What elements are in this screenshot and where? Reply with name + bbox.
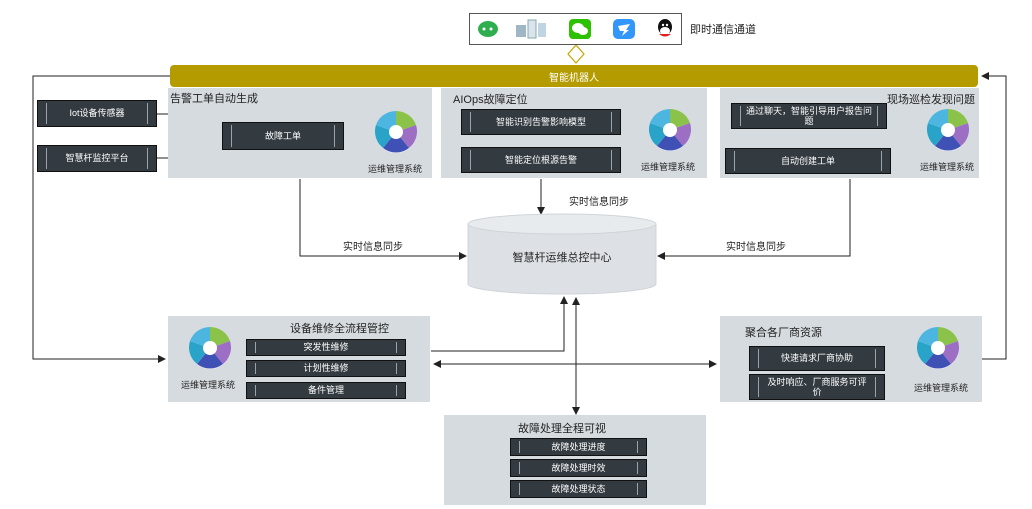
control-center-cylinder [467,213,657,295]
sync-label-left: 实时信息同步 [343,242,403,253]
ops-system-wheel-icon [374,110,418,153]
ops-system-label: 运维管理系统 [181,380,236,390]
patrol-guided-report: 通过聊天，智能引导用户报告问题 [731,103,887,129]
panel-alarm-title: 告警工单自动生成 [170,93,258,105]
qq-icon [658,19,672,37]
aiops-identify-model: 智能识别告警影响模型 [461,109,621,135]
visible-item-status: 故障处理状态 [510,480,647,498]
device-icon [516,19,546,39]
ops-system-label: 运维管理系统 [920,162,975,172]
visible-item-timeliness: 故障处理时效 [510,459,647,477]
vendor-item-assist: 快速请求厂商协助 [749,346,885,371]
fault-ticket: 故障工单 [222,122,344,150]
patrol-auto-ticket: 自动创建工单 [725,148,891,174]
ops-system-wheel-icon [188,326,232,369]
dingtalk-icon [613,19,635,39]
ops-system-label: 运维管理系统 [641,162,696,172]
wechat-icon [569,19,591,39]
robot-bar: 智能机器人 [170,65,978,87]
src-iot-sensor: Iot设备传感器 [37,100,157,127]
panel-patrol-title: 现场巡检发现问题 [887,94,975,106]
ops-system-label: 运维管理系统 [914,383,969,393]
ops-system-wheel-icon [648,108,692,151]
maint-center-line [431,296,568,352]
wechat-work-icon [478,21,498,37]
sync-label-top: 实时信息同步 [569,197,629,208]
src-monitor-platform: 智慧杆监控平台 [37,145,157,172]
maint-item-planned: 计划性维修 [246,360,406,377]
panel-maintenance-title: 设备维修全流程管控 [290,323,389,335]
maint-item-sudden: 突发性维修 [246,339,406,356]
loop-left-line [32,75,170,363]
diamond-connector [567,44,585,64]
loop-right-line [981,72,1007,360]
im-channel-label: 即时通信通道 [690,24,756,36]
im-channel-box [469,13,682,45]
ops-system-wheel-icon [926,108,970,151]
sync-left-line [299,179,467,260]
sync-right-line [657,179,851,260]
panel-vendor-title: 聚合各厂商资源 [745,327,822,339]
aiops-locate-root: 智能定位根源告警 [461,147,621,173]
panel-visibility-title: 故障处理全程可视 [518,423,606,435]
control-center-label: 智慧杆运维总控中心 [512,252,612,264]
vendor-item-evaluate: 及时响应、厂商服务可评价 [749,374,885,400]
visible-item-progress: 故障处理进度 [510,438,647,456]
maint-item-spare: 备件管理 [246,382,406,399]
panel-aiops-title: AIOps故障定位 [453,94,528,106]
ops-system-label: 运维管理系统 [368,164,423,174]
ops-system-wheel-icon [916,326,960,369]
sync-label-right: 实时信息同步 [726,242,786,253]
